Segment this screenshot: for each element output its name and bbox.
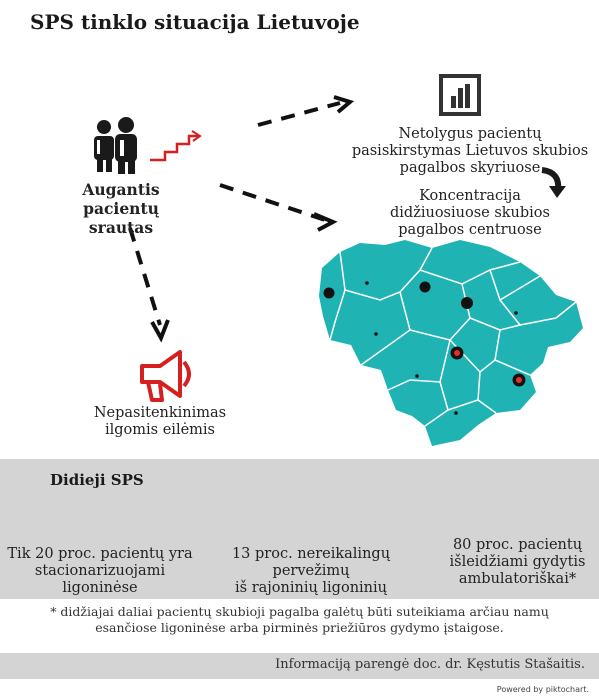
people-icon xyxy=(94,117,137,174)
footnote: * didžiajai daliai pacientų skubioji pag… xyxy=(50,604,549,635)
panel-title: Didieji SPS xyxy=(50,471,144,489)
concentration-label: Koncentracija didžiuosiuose skubios paga… xyxy=(390,188,550,238)
curved-down-arrow-icon xyxy=(541,167,566,198)
lithuania-map xyxy=(319,240,583,446)
stats-panel xyxy=(0,459,599,599)
author-credit: Informaciją parengė doc. dr. Kęstutis St… xyxy=(275,657,585,672)
stat-transfers: 13 proc. nereikalingų pervežimų iš rajon… xyxy=(231,546,391,596)
chart-icon xyxy=(439,74,481,116)
megaphone-icon xyxy=(140,350,191,402)
stat-outpatient: 80 proc. pacientų išleidžiami gydytis am… xyxy=(449,537,586,587)
arrow-to-distribution xyxy=(257,101,341,127)
arrow-to-concentration xyxy=(219,183,326,222)
credit-bar xyxy=(0,653,599,679)
arrow-to-dissatisfaction xyxy=(128,227,162,326)
growth-arrow-icon xyxy=(150,130,202,162)
page-title: SPS tinklo situacija Lietuvoje xyxy=(30,10,360,34)
city-markers xyxy=(323,281,526,415)
uneven-distribution-label: Netolygus pacientų pasiskirstymas Lietuv… xyxy=(351,126,589,176)
dissatisfaction-label: Nepasitenkinimas ilgomis eilėmis xyxy=(93,405,227,438)
rising-patient-flow-label: Augantis pacientų srautas xyxy=(82,180,160,237)
stat-hospitalized: Tik 20 proc. pacientų yra stacionarizuoj… xyxy=(7,546,193,596)
powered-by: Powered by piktochart. xyxy=(496,685,589,694)
